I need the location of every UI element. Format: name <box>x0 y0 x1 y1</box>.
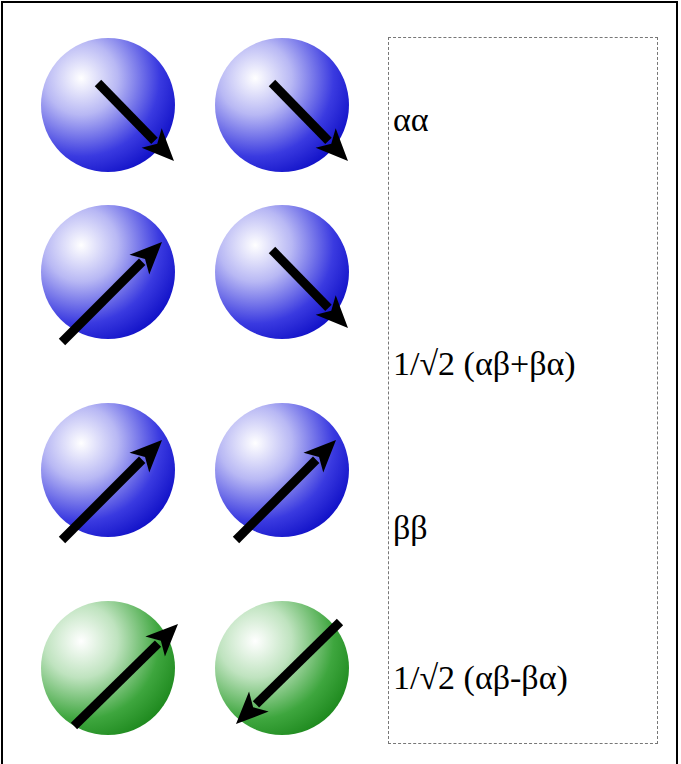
spin-sphere <box>215 601 349 735</box>
spin-sphere <box>41 205 175 339</box>
spin-arrow-head <box>145 624 178 656</box>
spin-arrow-shaft <box>62 262 142 342</box>
spin-arrow-shaft <box>236 460 316 540</box>
spin-sphere <box>41 403 175 537</box>
spin-sphere <box>215 205 349 339</box>
spin-arrow-shaft <box>272 83 328 141</box>
label-box: αα 1/√2 (αβ+βα) ββ 1/√2 (αβ-βα) <box>388 37 658 744</box>
spin-arrow-head <box>316 295 348 328</box>
spin-arrow-shaft <box>62 460 142 540</box>
spin-arrow-shaft <box>74 644 158 726</box>
spin-arrow-head <box>236 692 269 724</box>
state-label: αα <box>393 100 429 141</box>
spin-sphere <box>41 38 175 172</box>
spin-sphere <box>215 38 349 172</box>
spin-arrow-head <box>129 440 162 473</box>
spin-arrows <box>62 83 348 726</box>
spin-arrow-shaft <box>256 622 340 704</box>
spin-arrow-head <box>129 242 162 275</box>
spin-arrow-head <box>142 128 174 161</box>
spin-arrow-shaft <box>98 83 154 141</box>
spin-sphere <box>41 601 175 735</box>
spin-spheres <box>41 38 349 735</box>
spin-arrow-head <box>316 128 348 161</box>
spin-sphere <box>215 403 349 537</box>
spin-arrow-shaft <box>272 250 328 308</box>
state-label: 1/√2 (αβ+βα) <box>393 344 576 385</box>
state-label: 1/√2 (αβ-βα) <box>393 658 568 699</box>
spin-arrow-head <box>303 440 336 473</box>
state-label: ββ <box>393 508 428 549</box>
